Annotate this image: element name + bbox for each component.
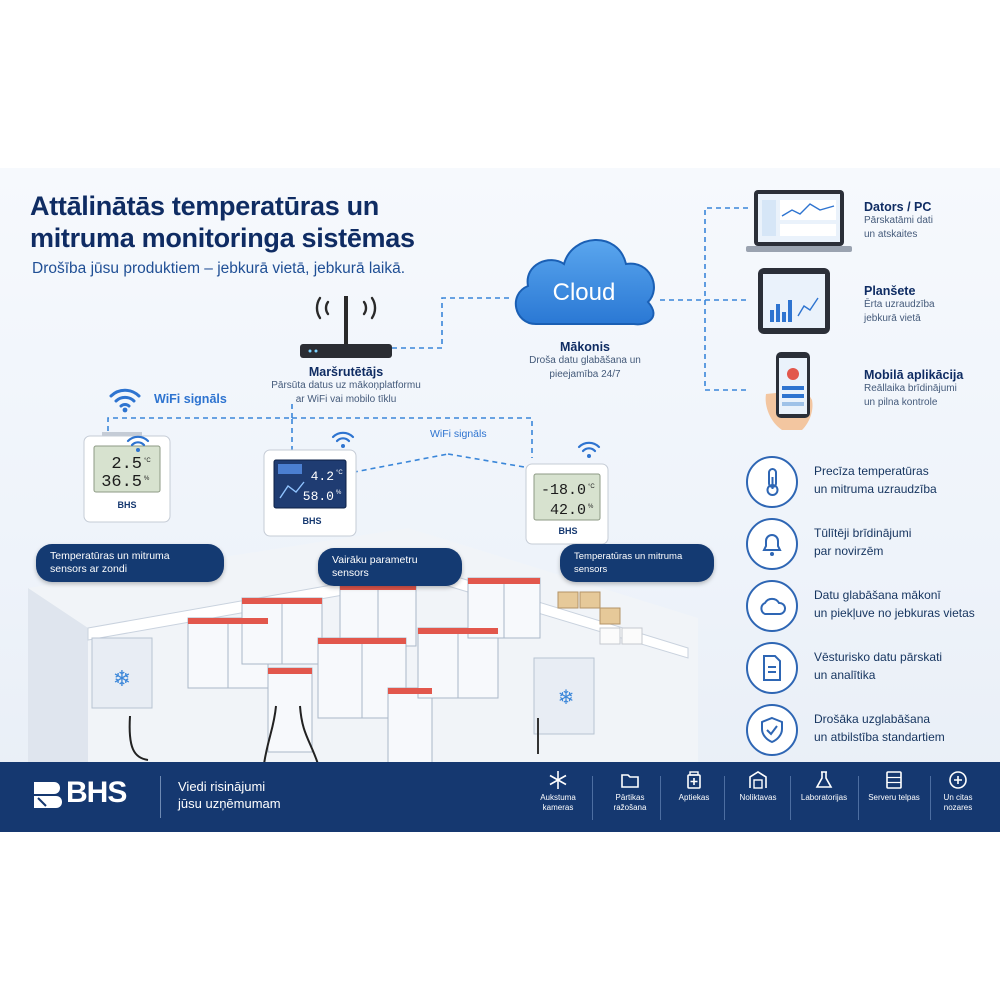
cloud-icon xyxy=(746,580,798,632)
industry-server-rooms: Serveru telpas xyxy=(860,770,928,803)
router-caption: Maršrutētājs Pārsūta datus uz mākoņplatf… xyxy=(246,365,446,407)
sensor-1-reading-1: 2.5 xyxy=(111,455,142,474)
wifi-label-mid: WiFi signāls xyxy=(430,428,487,440)
wifi-label-main: WiFi signāls xyxy=(154,392,227,406)
industry-warehouse: Noliktavas xyxy=(724,770,792,803)
pharmacy-icon xyxy=(687,771,701,789)
sensor-1-wifi-icon xyxy=(126,435,150,452)
page-subtitle: Drošība jūsu produktiem – jebkurā vietā,… xyxy=(32,260,406,277)
sensor-unit-3: -18.0 °C 42.0 % BHS xyxy=(525,463,609,545)
industry-pharmacy: Aptiekas xyxy=(660,770,728,803)
title-line-2: mitruma monitoringa sistēmas xyxy=(30,223,415,253)
bhs-logo-icon xyxy=(34,782,62,808)
svg-text:❄: ❄ xyxy=(113,666,131,691)
cloud-desc-1: Droša datu glabāšana un xyxy=(529,355,641,366)
sensor-2-reading-1: 4.2 xyxy=(311,469,334,484)
sensor-2-unit-1: °C xyxy=(336,470,343,476)
footer-separator xyxy=(592,776,593,820)
thermometer-icon xyxy=(746,456,798,508)
cloud-graphic: Cloud xyxy=(514,239,655,326)
sensor-1-unit-1: °C xyxy=(144,458,151,464)
title-line-1: Attālinātās temperatūras un xyxy=(30,191,379,221)
router-desc-2: ar WiFi vai mobilo tīklu xyxy=(295,394,397,405)
router-desc-1: Pārsūta datus uz mākoņplatformu xyxy=(271,380,421,391)
sensor-2-wifi-icon xyxy=(331,431,355,448)
footer-logo: BHS xyxy=(66,776,127,809)
folder-icon xyxy=(621,774,639,788)
footer-divider xyxy=(160,776,161,818)
sensor-3-callout: Temperatūras un mitruma sensors xyxy=(560,544,714,582)
sensor-3-unit-2: % xyxy=(588,504,594,510)
router-title: Maršrutētājs xyxy=(308,365,384,379)
sensor-3-unit-1: °C xyxy=(588,484,595,490)
page-title: Attālinātās temperatūras un mitruma moni… xyxy=(30,190,415,254)
fridge-rows xyxy=(187,577,541,764)
warehouse-illustration: ❄ ❄ xyxy=(28,528,698,764)
sensor-2-unit-2: % xyxy=(336,490,342,496)
sensor-unit-1: 2.5 °C 36.5 % BHS xyxy=(83,432,171,523)
cloud-label: Cloud xyxy=(553,279,616,306)
cloud-caption: Mākonis Droša datu glabāšana un pieejamī… xyxy=(500,340,670,382)
footer-separator xyxy=(930,776,931,820)
wifi-icon xyxy=(109,388,141,413)
sensor-2-brand: BHS xyxy=(302,516,321,526)
sensor-3-brand: BHS xyxy=(558,526,577,536)
sensor-2-callout: Vairāku parametru sensors xyxy=(318,548,462,586)
router-icon xyxy=(300,296,392,358)
sensor-1-unit-2: % xyxy=(144,476,150,482)
snowflake-icon xyxy=(549,771,567,789)
plus-circle-icon xyxy=(949,771,967,789)
sensor-2-reading-2: 58.0 xyxy=(303,489,334,504)
shield-check-icon xyxy=(746,704,798,756)
phone-in-hand-icon xyxy=(765,352,813,430)
sensor-1-callout: Temperatūras un mitruma sensors ar zondi xyxy=(36,544,224,582)
warehouse-icon xyxy=(749,771,767,789)
device-mobile: Mobilā aplikācija Reāllaika brīdinājumi … xyxy=(864,368,964,408)
cloud-desc-2: pieejamība 24/7 xyxy=(549,369,621,380)
bell-icon xyxy=(746,518,798,570)
sensor-1-reading-2: 36.5 xyxy=(101,473,142,492)
sensor-unit-2: 4.2 °C 58.0 % BHS xyxy=(263,449,357,537)
infographic-poster: Attālinātās temperatūras un mitruma moni… xyxy=(0,168,1000,832)
sensor-3-reading-1: -18.0 xyxy=(541,482,586,499)
footer-separator xyxy=(724,776,725,820)
sensor-3-wifi-icon xyxy=(577,441,601,458)
flask-icon xyxy=(815,771,833,788)
footer-separator xyxy=(660,776,661,820)
sensor-1-brand: BHS xyxy=(117,500,136,510)
device-pc: Dators / PC Pārskatāmi dati un atskaites xyxy=(864,200,933,240)
footer-separator xyxy=(858,776,859,820)
industry-laboratory: Laboratorijas xyxy=(790,770,858,803)
server-icon xyxy=(886,771,902,789)
tablet-icon xyxy=(758,268,830,334)
svg-text:❄: ❄ xyxy=(558,687,575,709)
device-tablet: Planšete Ērta uzraudzība jebkurā vietā xyxy=(864,284,935,324)
report-icon xyxy=(746,642,798,694)
cloud-title: Mākonis xyxy=(559,340,610,354)
laptop-icon xyxy=(746,190,852,252)
footer-separator xyxy=(790,776,791,820)
sensor-3-reading-2: 42.0 xyxy=(550,502,586,519)
